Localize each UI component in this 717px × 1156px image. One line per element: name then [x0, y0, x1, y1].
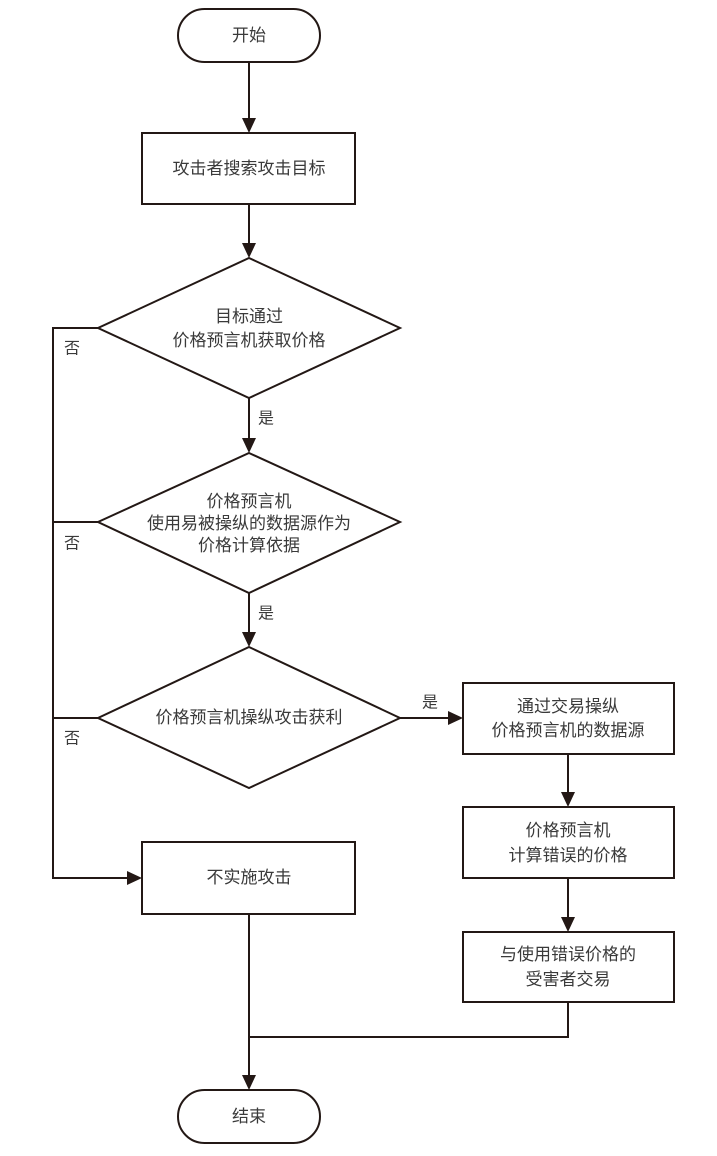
arrowhead-icon	[242, 1075, 256, 1090]
node-no-attack-text: 不实施攻击	[207, 868, 292, 888]
node-wrong-price-line2: 计算错误的价格	[509, 846, 628, 866]
connectors	[52, 62, 575, 1090]
node-wrong-price-line1: 价格预言机	[526, 821, 611, 841]
edge-no-bus	[52, 327, 129, 879]
edge-labels: 是 是 是 否 否 否	[64, 339, 438, 748]
node-search-target-text: 攻击者搜索攻击目标	[173, 159, 326, 179]
label-no-decision3: 否	[64, 729, 80, 748]
node-decision-oracle-line1: 目标通过	[215, 307, 283, 327]
node-trade-victim-line2: 受害者交易	[526, 970, 611, 990]
arrowhead-icon	[448, 711, 463, 725]
node-end-text: 结束	[232, 1107, 266, 1127]
arrowhead-icon	[127, 871, 142, 885]
label-yes-decision2: 是	[258, 604, 274, 623]
label-yes-decision3: 是	[422, 693, 438, 712]
node-manipulate-source: 通过交易操纵 价格预言机的数据源	[462, 682, 675, 755]
node-decision-manipulable-line1: 价格预言机	[207, 492, 292, 512]
node-wrong-price: 价格预言机 计算错误的价格	[462, 806, 675, 879]
label-no-decision1: 否	[64, 339, 80, 358]
node-decision-manipulable-line3: 价格计算依据	[198, 536, 300, 556]
node-trade-victim-line1: 与使用错误价格的	[500, 944, 636, 965]
arrowhead-icon	[242, 243, 256, 258]
node-no-attack: 不实施攻击	[141, 841, 356, 915]
label-yes-decision1: 是	[258, 409, 274, 428]
arrowhead-icon	[561, 792, 575, 807]
node-start-text: 开始	[232, 26, 266, 46]
node-search-target: 攻击者搜索攻击目标	[141, 132, 356, 205]
node-decision-profit-text: 价格预言机操纵攻击获利	[156, 708, 343, 728]
edge-trade-to-end	[249, 1002, 569, 1038]
node-decision-profit: 价格预言机操纵攻击获利	[95, 645, 403, 790]
label-no-decision2: 否	[64, 534, 80, 553]
node-end: 结束	[177, 1089, 321, 1144]
arrowhead-icon	[242, 118, 256, 133]
node-decision-manipulable-line2: 使用易被操纵的数据源作为	[147, 513, 351, 534]
node-start: 开始	[177, 8, 321, 63]
node-trade-victim: 与使用错误价格的 受害者交易	[462, 931, 675, 1003]
node-manipulate-source-line1: 通过交易操纵	[517, 697, 619, 717]
arrowhead-icon	[242, 438, 256, 453]
arrowhead-icon	[242, 632, 256, 647]
node-decision-oracle-line2: 价格预言机获取价格	[173, 331, 326, 351]
node-decision-manipulable: 价格预言机 使用易被操纵的数据源作为 价格计算依据	[95, 451, 403, 595]
arrowhead-icon	[561, 917, 575, 932]
node-decision-oracle: 目标通过 价格预言机获取价格	[95, 256, 403, 400]
node-manipulate-source-line2: 价格预言机的数据源	[492, 721, 645, 741]
